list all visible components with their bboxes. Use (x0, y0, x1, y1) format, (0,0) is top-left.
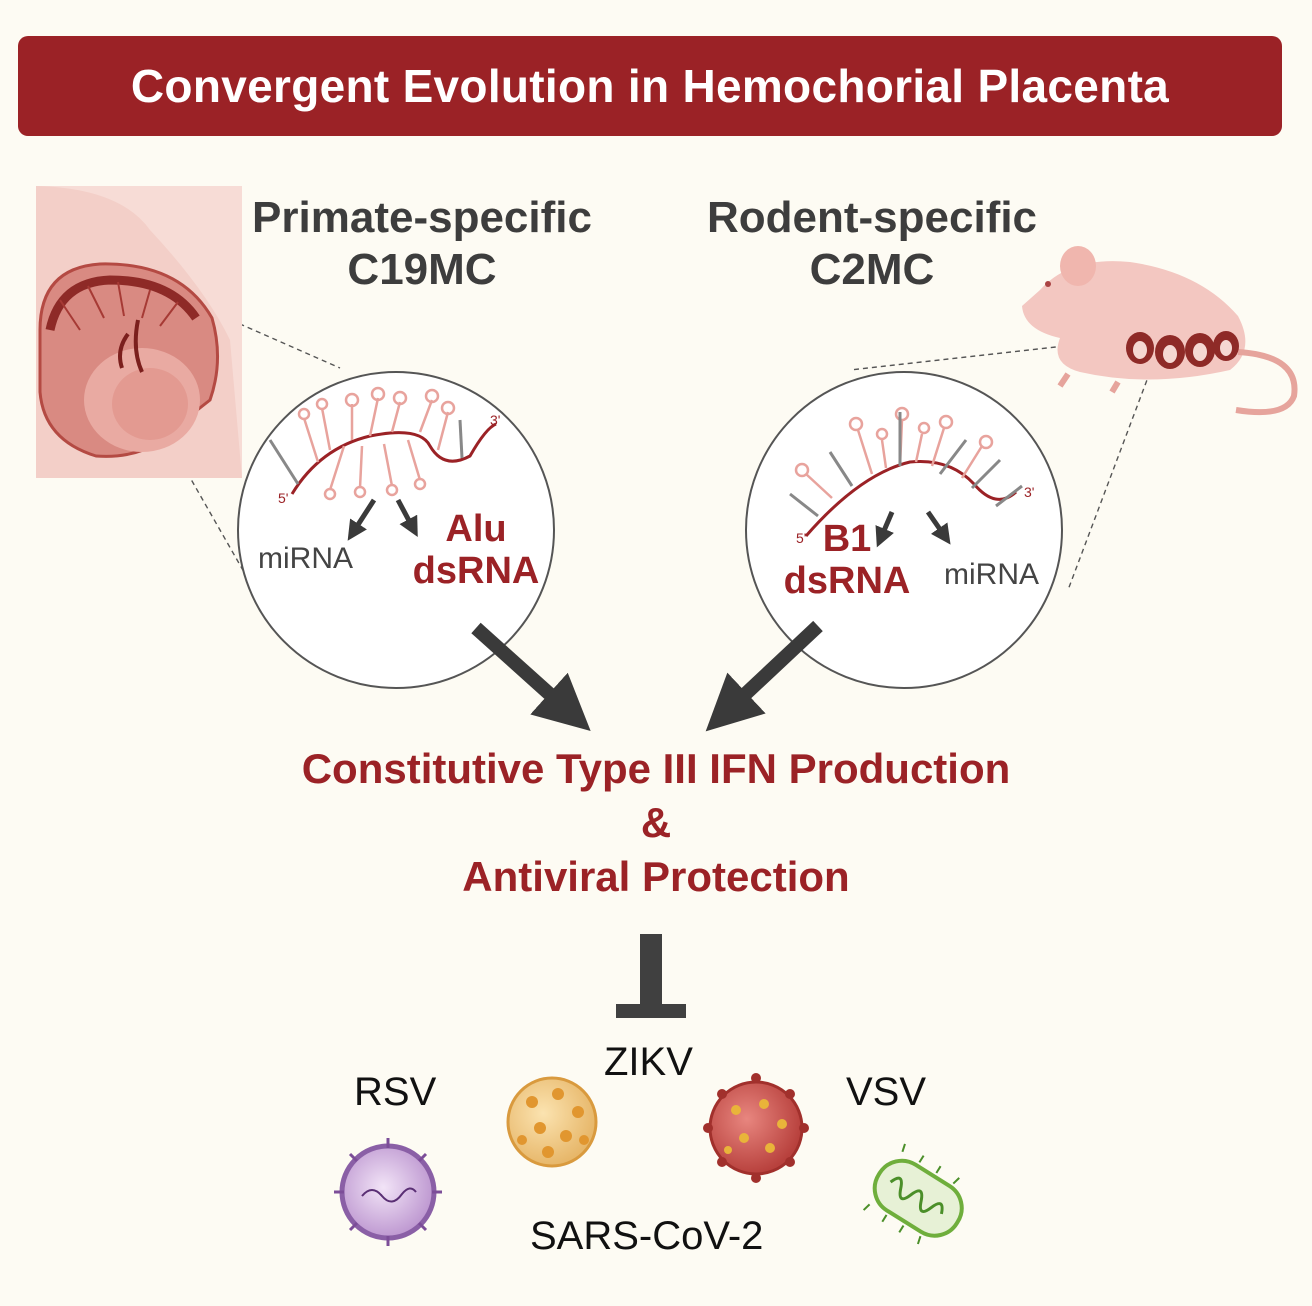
title: Convergent Evolution in Hemochorial Plac… (130, 60, 1170, 112)
primate-three-prime: 3' (490, 412, 501, 428)
rodent-heading-line1: Rodent-specific (706, 193, 1038, 242)
rodent-mirna-label: miRNA (944, 558, 1039, 591)
rna-hairpin-icon (268, 386, 497, 501)
vsv-virus-icon (862, 1143, 964, 1245)
primate-heading: Primate-specific C19MC (222, 192, 622, 296)
primate-five-prime: 5' (278, 490, 289, 506)
rsv-virus-icon (334, 1138, 442, 1246)
rodent-dsrna-line1: B1 (822, 518, 872, 560)
rodent-heading: Rodent-specific C2MC (672, 192, 1072, 296)
zikv-label: ZIKV (604, 1040, 693, 1084)
primate-heading-line1: Primate-specific (252, 193, 592, 242)
primate-dsrna-line1: Alu (445, 508, 507, 550)
zika-virus-icon (506, 1076, 598, 1168)
rodent-dsrna-line2: dsRNA (783, 560, 911, 602)
rodent-three-prime: 3' (1024, 484, 1035, 500)
pregnant-uterus-icon (36, 186, 242, 478)
vsv-label: VSV (846, 1070, 927, 1114)
primate-dsrna-line2: dsRNA (412, 550, 540, 592)
rodent-heading-line2: C2MC (809, 245, 935, 294)
outcome-line3: Antiviral Protection (462, 853, 850, 900)
rodent-dsrna-label: B1 dsRNA (772, 518, 922, 602)
rodent-five-prime: 5' (796, 530, 807, 546)
primate-dsrna-label: Alu dsRNA (396, 508, 556, 592)
title-banner: Convergent Evolution in Hemochorial Plac… (18, 36, 1282, 136)
mouse-icon (1022, 246, 1298, 416)
rsv-label: RSV (354, 1070, 437, 1114)
primate-mirna-label: miRNA (258, 542, 353, 575)
outcome-line1: Constitutive Type III IFN Production (301, 745, 1011, 792)
primate-heading-line2: C19MC (347, 245, 497, 294)
sars-cov-2-label: SARS-CoV-2 (530, 1214, 764, 1258)
outcome-line2: & (640, 799, 672, 846)
inhibition-bar-icon (616, 934, 686, 1018)
sars-cov-2-virus-icon (703, 1073, 809, 1183)
outcome-text: Constitutive Type III IFN Production & A… (156, 742, 1156, 904)
